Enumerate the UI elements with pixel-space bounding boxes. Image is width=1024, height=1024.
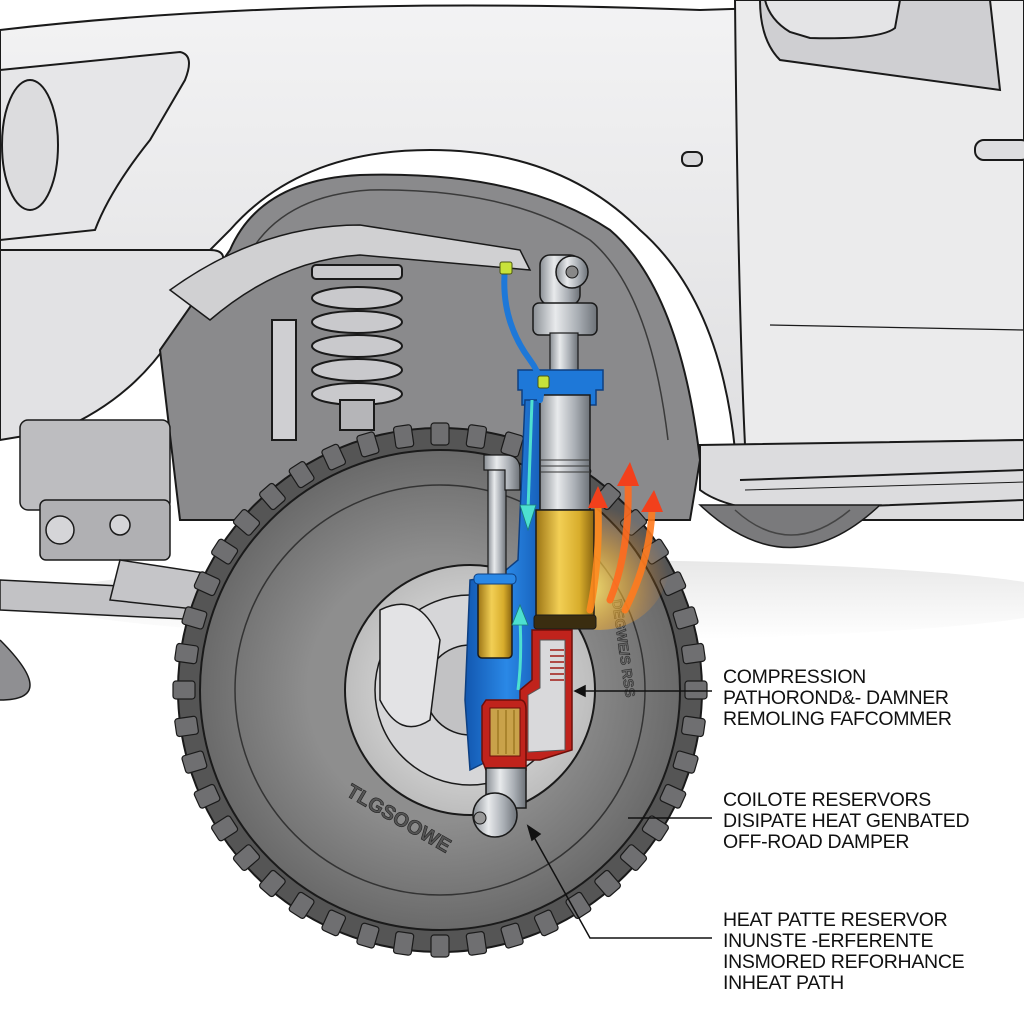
callout-compression: COMPRESSION PATHOROND&- DAMNER REMOLING … <box>723 667 952 730</box>
tread-block <box>356 922 380 949</box>
flow-arrow-down <box>519 399 537 532</box>
tread-block <box>288 891 315 919</box>
callout-line: INUNSTE -ERFERENTE <box>723 930 934 952</box>
rear-wheel <box>698 504 882 549</box>
tread-block <box>533 909 559 937</box>
tread-block <box>672 606 699 630</box>
callout-line: COILOTE RESERVORS <box>723 789 932 811</box>
tread-block <box>465 931 488 956</box>
headlight <box>1 79 59 211</box>
top-cap <box>532 302 598 336</box>
hose-fitting-collar <box>537 375 550 389</box>
tread-block <box>181 606 208 630</box>
tread-block <box>681 642 706 665</box>
tread-block <box>565 891 592 919</box>
tread-block <box>232 844 261 871</box>
flow-arrow-up <box>511 603 529 691</box>
tread-block <box>174 642 199 665</box>
reservoir-shaft <box>487 457 507 579</box>
door-handle <box>974 139 1024 161</box>
tread-block <box>211 538 239 565</box>
tread-block <box>172 680 196 700</box>
tread-block <box>321 909 347 937</box>
callout-line: OFF-ROAD DAMPER <box>723 831 910 853</box>
coil-spring <box>271 264 403 441</box>
callout-line: COMPRESSION <box>723 666 866 688</box>
main-cylinder <box>539 394 591 511</box>
side-marker <box>681 151 703 167</box>
callout-line: DISIPATE HEAT GENBATED <box>723 810 970 832</box>
tread-block <box>232 509 261 536</box>
tread-block <box>465 424 488 449</box>
tread-block <box>659 783 687 809</box>
tread-block <box>321 443 347 471</box>
lower-mount-eye <box>472 792 518 838</box>
tread-block <box>259 482 286 511</box>
hose-fitting-top <box>499 261 513 275</box>
gold-body <box>535 509 595 621</box>
tread-block <box>594 869 621 898</box>
callout-line: PATHOROND&- DAMNER <box>723 687 949 709</box>
callout-line: INSMORED REFORHANCE <box>723 951 965 973</box>
callout-line: HEAT PATTE RESERVOR <box>723 909 948 931</box>
truck-body <box>0 0 1024 521</box>
brake-caliper <box>379 603 441 728</box>
tread-block <box>211 815 239 842</box>
tread-block <box>672 750 699 774</box>
tread-block <box>684 680 708 700</box>
tread-block <box>681 715 706 738</box>
leader-lines <box>526 684 712 939</box>
shock-shaft <box>549 332 579 374</box>
leader-heat-path <box>529 829 712 939</box>
reservoir-gold <box>477 577 513 659</box>
tread-block <box>430 422 450 446</box>
tread-block <box>641 815 669 842</box>
tread-block <box>193 783 221 809</box>
callout-line: INHEAT PATH <box>723 972 844 994</box>
tread-block <box>288 461 315 489</box>
tread-block <box>193 571 221 597</box>
callout-reservoirs: COILOTE RESERVORS DISIPATE HEAT GENBATED… <box>723 789 970 853</box>
tread-block <box>500 922 524 949</box>
tread-block <box>259 869 286 898</box>
tread-block <box>392 424 415 449</box>
tire-tread-blocks <box>172 422 708 958</box>
tread-block <box>356 431 380 458</box>
tread-block <box>174 715 199 738</box>
callout-heat-path: HEAT PATTE RESERVOR INUNSTE -ERFERENTE I… <box>723 909 965 994</box>
tread-block <box>430 934 450 958</box>
callout-line: REMOLING FAFCOMMER <box>723 708 952 730</box>
tread-block <box>181 750 208 774</box>
heat-arrows <box>586 462 663 614</box>
tread-block <box>619 844 648 871</box>
tread-block <box>392 931 415 956</box>
